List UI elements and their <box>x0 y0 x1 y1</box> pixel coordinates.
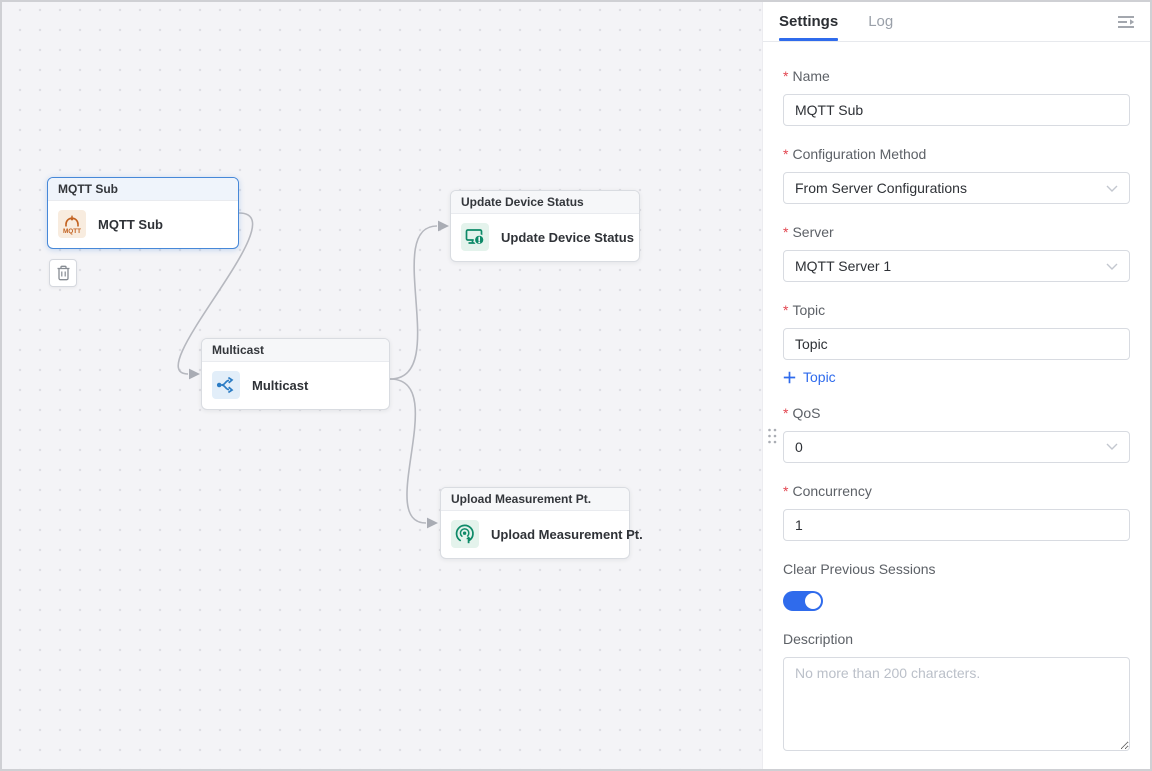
node-upload-measurement-pt[interactable]: Upload Measurement Pt. Upload Measuremen… <box>440 487 643 559</box>
field-group-configuration-method: * Configuration Method From Server Confi… <box>783 146 1130 204</box>
field-group-topic: * Topic Topic <box>783 302 1130 389</box>
clear-previous-sessions-toggle[interactable] <box>783 590 823 611</box>
server-select[interactable]: MQTT Server 1 <box>783 250 1130 282</box>
field-group-name: * Name <box>783 68 1130 126</box>
add-topic-button[interactable]: Topic <box>783 369 836 385</box>
trash-icon <box>56 265 71 281</box>
field-group-concurrency: * Concurrency <box>783 483 1130 541</box>
edge-multicast-updatedevicestatus[interactable] <box>389 225 438 380</box>
node-label: Multicast <box>252 377 309 393</box>
toggle-knob <box>805 592 821 609</box>
tab-log[interactable]: Log <box>868 2 893 41</box>
field-group-qos: * QoS 0 <box>783 405 1130 463</box>
node-label: Upload Measurement Pt. <box>491 526 643 542</box>
node-title: MQTT Sub <box>48 178 238 201</box>
node-label: MQTT Sub <box>98 216 163 232</box>
clear-previous-sessions-label: Clear Previous Sessions <box>783 560 936 577</box>
delete-node-button[interactable] <box>49 259 77 287</box>
mqtt-sub-icon: MQTT <box>58 210 86 238</box>
panel-tabbar: Settings Log <box>763 2 1150 42</box>
qos-label: * QoS <box>783 404 821 421</box>
edge-arrow-icon <box>427 517 438 529</box>
description-textarea[interactable] <box>783 656 1130 751</box>
required-marker: * <box>783 302 789 318</box>
tab-log-label: Log <box>868 13 894 30</box>
plus-icon <box>783 371 796 384</box>
field-group-clear-previous-sessions: Clear Previous Sessions <box>783 561 1130 611</box>
flow-canvas[interactable]: MQTT Sub MQTT MQTT Sub <box>2 2 762 769</box>
settings-panel: Settings Log * Na <box>762 2 1150 769</box>
svg-text:MQTT: MQTT <box>63 228 81 235</box>
node-title: Multicast <box>202 339 389 362</box>
node-label: Update Device Status <box>501 229 634 245</box>
node-multicast[interactable]: Multicast Multicast <box>201 338 390 410</box>
concurrency-input[interactable] <box>783 508 1130 541</box>
panel-resize-handle[interactable] <box>764 424 780 448</box>
chevron-down-icon <box>1106 443 1118 450</box>
required-marker: * <box>783 146 789 162</box>
edge-mqttsub-multicast[interactable] <box>177 212 254 375</box>
name-input[interactable] <box>783 94 1130 126</box>
chevron-down-icon <box>1106 185 1118 192</box>
node-title: Upload Measurement Pt. <box>441 488 629 511</box>
topic-input[interactable] <box>783 328 1130 360</box>
field-group-description: Description <box>783 631 1130 756</box>
topic-label: * Topic <box>783 302 826 318</box>
edge-arrow-icon <box>438 220 449 232</box>
collapse-panel-icon <box>1116 15 1136 33</box>
configuration-method-select[interactable]: From Server Configurations <box>783 172 1130 204</box>
multicast-icon <box>212 371 240 399</box>
tab-settings-label: Settings <box>779 13 839 30</box>
required-marker: * <box>783 482 789 499</box>
tab-settings[interactable]: Settings <box>779 2 839 41</box>
required-marker: * <box>783 224 789 240</box>
concurrency-label: * Concurrency <box>783 482 872 499</box>
required-marker: * <box>783 404 789 421</box>
field-group-server: * Server MQTT Server 1 <box>783 224 1130 282</box>
description-label: Description <box>783 630 854 647</box>
node-mqtt-sub[interactable]: MQTT Sub MQTT MQTT Sub <box>47 177 239 249</box>
qos-select[interactable]: 0 <box>783 430 1130 463</box>
collapse-panel-button[interactable] <box>1114 10 1138 34</box>
required-marker: * <box>783 68 789 84</box>
edge-arrow-icon <box>189 368 200 380</box>
chevron-down-icon <box>1106 263 1118 270</box>
node-title: Update Device Status <box>451 191 639 214</box>
upload-measurement-icon <box>451 520 479 548</box>
server-label: * Server <box>783 224 834 240</box>
settings-form: * Name * Configuration Method From Serve… <box>763 42 1150 756</box>
node-update-device-status[interactable]: Update Device Status Update Device Statu… <box>450 190 640 262</box>
qos-value: 0 <box>795 438 803 455</box>
configuration-method-label: * Configuration Method <box>783 146 927 162</box>
connections-layer <box>177 212 449 529</box>
update-device-status-icon <box>461 223 489 251</box>
server-value: MQTT Server 1 <box>795 258 892 274</box>
name-label: * Name <box>783 68 830 84</box>
configuration-method-value: From Server Configurations <box>795 180 967 196</box>
edge-multicast-uploadmeasurement[interactable] <box>389 378 427 524</box>
